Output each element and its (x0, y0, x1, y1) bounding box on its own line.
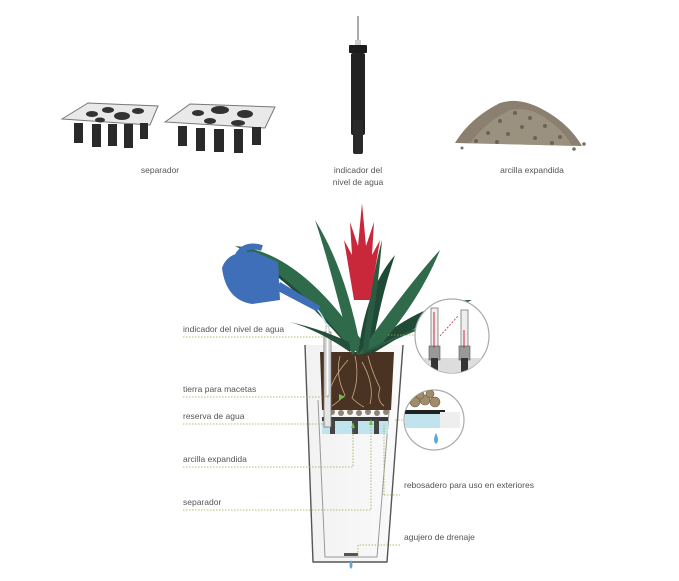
soil (320, 352, 394, 410)
expanded-clay-product-image (455, 100, 586, 151)
water-indicator-product-image (349, 16, 367, 154)
clay-caption: arcilla expandida (500, 165, 564, 175)
indicator-caption-line2: nivel de agua (332, 177, 384, 187)
indicator-detail-circle (414, 298, 490, 374)
separator-product-image (60, 102, 276, 153)
drain-hole (344, 553, 358, 569)
separator-in-pot (322, 417, 388, 434)
flower (344, 203, 380, 300)
expanded-clay-layer (329, 409, 389, 416)
label-water-indicator: indicador del nivel de agua (183, 324, 285, 334)
separator-caption: separador (140, 165, 180, 175)
leader-lines (183, 334, 415, 556)
indicator-caption-line1: indicador del (333, 165, 383, 175)
label-expanded-clay: arcilla expandida (183, 454, 247, 464)
label-separator: separador (183, 497, 222, 507)
watering-can (222, 243, 328, 327)
label-potting-soil: tierra para macetas (183, 384, 257, 394)
overflow-detail-circle (403, 389, 465, 451)
label-overflow: rebosadero para uso en exteriores (404, 480, 534, 490)
leader-arrowheads (339, 394, 373, 428)
water-indicator-in-pot (323, 325, 332, 428)
label-water-reserve: reserva de agua (183, 411, 245, 421)
label-drain-hole: agujero de drenaje (404, 532, 475, 542)
